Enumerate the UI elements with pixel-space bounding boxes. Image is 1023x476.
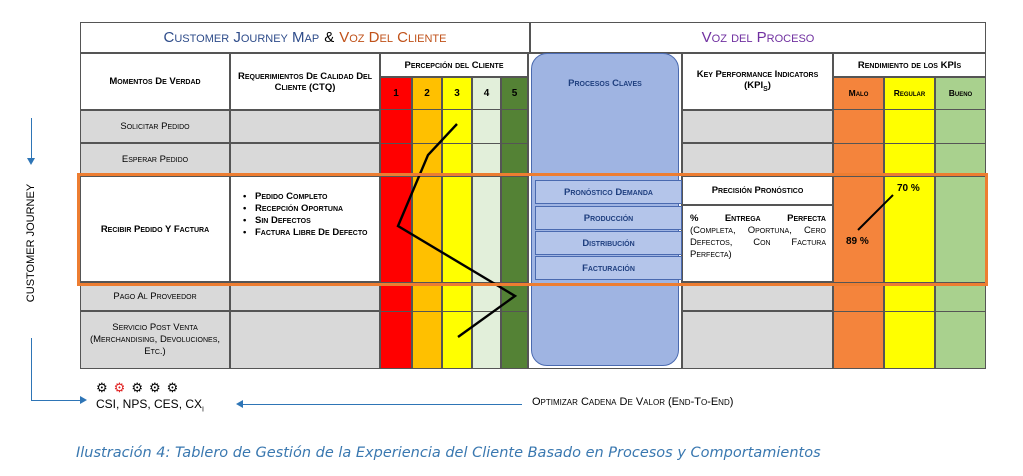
procesos-claves-label: Procesos Claves bbox=[568, 77, 642, 89]
gear-icon: ⚙ bbox=[148, 380, 161, 395]
sep bbox=[380, 176, 528, 177]
scale-label-4: 4 bbox=[472, 77, 501, 110]
kpi-cell-5 bbox=[682, 311, 833, 369]
metrics-label: CSI, NPS, CES, CXI bbox=[96, 397, 204, 413]
kpi-cell-entrega: % Entrega Perfecta (Completa, Oportuna, … bbox=[682, 205, 833, 282]
process-facturacion[interactable]: Facturación bbox=[535, 256, 682, 280]
malo-label: Malo bbox=[833, 77, 884, 110]
kpi-entrega-title: % Entrega Perfecta bbox=[690, 213, 826, 224]
ctq-list: Pedido Completo Recepción Oportuna Sin D… bbox=[241, 191, 373, 239]
sep bbox=[380, 311, 528, 312]
ctq-item: Factura Libre De Defecto bbox=[243, 227, 373, 239]
sep bbox=[380, 282, 528, 283]
regular-label: Regular bbox=[884, 77, 935, 110]
process-produccion[interactable]: Producción bbox=[535, 206, 682, 230]
row-servicio: Servicio Post Venta (Merchandising, Devo… bbox=[80, 311, 230, 369]
ctq-item: Sin Defectos bbox=[243, 215, 373, 227]
malo-col bbox=[833, 77, 884, 369]
ctq-item: Recepción Oportuna bbox=[243, 203, 373, 215]
scale-col-5 bbox=[501, 77, 528, 369]
col-ctq-label: Requerimientos De Calidad Del Cliente (C… bbox=[237, 70, 373, 93]
kpi-entrega-desc: (Completa, Oportuna, Cero Defectos, Con … bbox=[690, 225, 826, 260]
scale-col-2 bbox=[412, 77, 442, 369]
row-solicitar: Solicitar Pedido bbox=[80, 110, 230, 143]
col-rendimiento: Rendimiento de los KPIs bbox=[833, 53, 986, 77]
highlight-frame bbox=[77, 173, 988, 286]
col-kpi: Key Performance Indicators (KPIS) bbox=[682, 53, 833, 110]
left-title: Customer Journey Map & Voz Del Cliente bbox=[80, 22, 530, 53]
kpi-value-70: 70 % bbox=[897, 183, 920, 194]
gear-icon: ⚙ bbox=[166, 380, 179, 395]
perception-line bbox=[396, 123, 518, 338]
kpi-cell-1 bbox=[682, 110, 833, 143]
sep bbox=[833, 143, 986, 144]
ctq-cell-1 bbox=[230, 110, 380, 143]
optimize-arrow-line bbox=[242, 404, 522, 405]
optimize-label: Optimizar Cadena De Valor (End-To-End) bbox=[532, 396, 734, 408]
kpi-cell-4 bbox=[682, 282, 833, 311]
scale-col-4 bbox=[472, 77, 501, 369]
row-pago: Pago Al Proveedor bbox=[80, 282, 230, 311]
ctq-cell-4 bbox=[230, 282, 380, 311]
gear-icon: ⚙ bbox=[131, 380, 143, 395]
kpi-cell-precision: Precisión Pronóstico bbox=[682, 176, 833, 205]
left-title-a: Customer Journey Map bbox=[163, 29, 320, 46]
process-pronostico[interactable]: Pronóstico Demanda bbox=[535, 180, 682, 204]
gear-icon: ⚙ bbox=[96, 380, 108, 395]
figure-caption: Ilustración 4: Tablero de Gestión de la … bbox=[76, 445, 821, 461]
ctq-cell-5 bbox=[230, 311, 380, 369]
arrow-right-icon bbox=[80, 396, 87, 404]
scale-label-3: 3 bbox=[442, 77, 472, 110]
col-ctq: Requerimientos De Calidad Del Cliente (C… bbox=[230, 53, 380, 110]
ctq-item: Pedido Completo bbox=[243, 191, 373, 203]
journey-arrow-down bbox=[31, 118, 32, 162]
sep bbox=[833, 176, 986, 177]
scale-label-5: 5 bbox=[501, 77, 528, 110]
sep bbox=[380, 143, 528, 144]
right-title: Voz del Proceso bbox=[530, 22, 986, 53]
col-percepcion: Percepción del Cliente bbox=[380, 53, 528, 77]
scale-label-2: 2 bbox=[412, 77, 442, 110]
scale-col-1 bbox=[380, 77, 412, 369]
arrow-down-icon bbox=[27, 158, 35, 165]
arrow-left-icon bbox=[236, 400, 243, 408]
journey-line-foot bbox=[31, 400, 81, 401]
col-momentos: Momentos De Verdad bbox=[80, 53, 230, 110]
col-rendimiento-label: Rendimiento de los KPIs bbox=[857, 59, 962, 71]
col-kpi-label: Key Performance Indicators (KPIS) bbox=[696, 68, 819, 93]
row-recibir: Recibir Pedido Y Factura bbox=[80, 176, 230, 282]
left-title-amp: & bbox=[324, 29, 335, 46]
scale-label-1: 1 bbox=[380, 77, 412, 110]
sep bbox=[833, 282, 986, 283]
gear-icon: ⚙ bbox=[113, 380, 126, 395]
metrics-sub: I bbox=[202, 406, 204, 414]
regular-col bbox=[884, 77, 935, 369]
left-title-b: Voz Del Cliente bbox=[339, 29, 447, 46]
bueno-label: Bueno bbox=[935, 77, 986, 110]
col-momentos-label: Momentos De Verdad bbox=[109, 76, 201, 87]
metrics-text: CSI, NPS, CES, CX bbox=[96, 397, 203, 411]
kpi-value-89: 89 % bbox=[846, 236, 869, 247]
kpi-trend-line bbox=[857, 194, 894, 231]
row-esperar: Esperar Pedido bbox=[80, 143, 230, 176]
sep bbox=[833, 311, 986, 312]
kpi-sub: S bbox=[763, 85, 768, 93]
col-percepcion-label: Percepción del Cliente bbox=[404, 59, 504, 71]
process-distribucion[interactable]: Distribución bbox=[535, 231, 682, 255]
right-title-text: Voz del Proceso bbox=[701, 29, 815, 46]
journey-line-bottom bbox=[31, 338, 32, 400]
ctq-cell-3: Pedido Completo Recepción Oportuna Sin D… bbox=[230, 176, 380, 282]
gear-row: ⚙ ⚙ ⚙ ⚙ ⚙ bbox=[96, 379, 184, 397]
